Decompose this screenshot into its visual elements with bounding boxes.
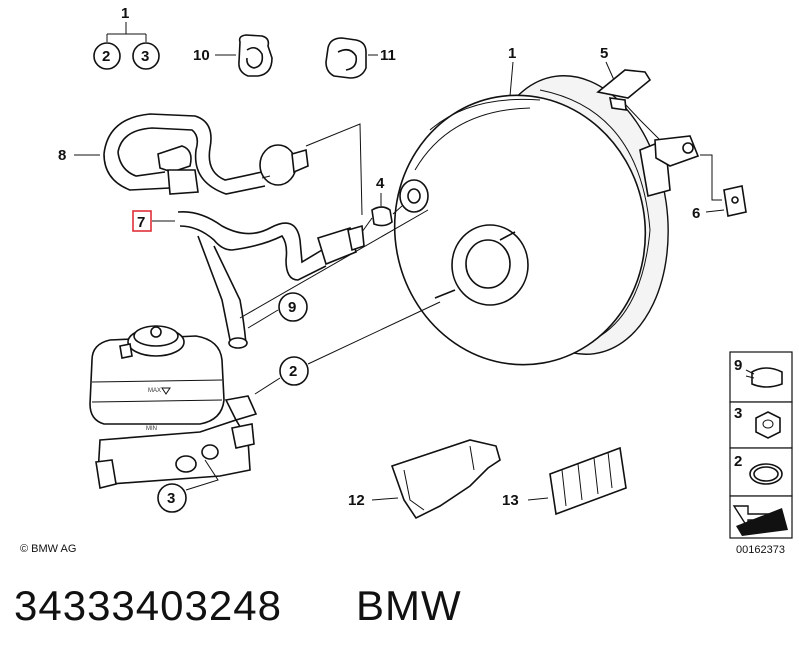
master-cylinder: MAX MIN (89, 325, 258, 489)
bracket-12: 12 (348, 439, 501, 520)
clip-6: 6 (692, 154, 747, 222)
bracket-5: 5 (596, 45, 700, 167)
nut-4: 4 (371, 175, 403, 227)
callout-11: 11 (380, 47, 396, 64)
legend-9: 9 (734, 357, 742, 374)
vacuum-hose-8: 8 (58, 113, 309, 195)
grommet-11: 11 (325, 37, 396, 79)
grommet-10: 10 (193, 34, 273, 77)
clip-13: 13 (502, 446, 627, 516)
callout-3-top: 3 (141, 48, 149, 65)
legend-3: 3 (734, 405, 742, 422)
legend-2: 2 (734, 453, 742, 470)
legend: 9 3 2 00162373 (729, 351, 793, 556)
part-number: 34333403248 (14, 582, 282, 629)
callout-2-group: 2 (239, 209, 441, 395)
callout-2: 2 (289, 363, 297, 380)
callout-2-circle (93, 42, 121, 70)
callout-8: 8 (58, 147, 66, 164)
brake-booster: 1 (393, 45, 671, 366)
callout-9: 9 (288, 299, 296, 316)
callout-3-circle (132, 42, 160, 70)
callout-3-circle-main (157, 483, 187, 513)
copyright: © BMW AG (20, 543, 76, 555)
callout-10: 10 (193, 47, 210, 64)
callout-4: 4 (376, 175, 385, 192)
callout-3: 3 (167, 490, 175, 507)
guide-line-hose8 (305, 123, 363, 216)
callout-6: 6 (692, 205, 700, 222)
vacuum-hose-7: 7 (132, 210, 365, 349)
callout-3-group: 3 (157, 459, 219, 513)
callout-7: 7 (137, 214, 145, 231)
legend-code: 00162373 (736, 544, 785, 556)
callout-9-circle (278, 292, 308, 322)
guide-line-port (361, 217, 373, 233)
callout-2-top: 2 (102, 48, 110, 65)
brand-name: BMW (356, 582, 462, 629)
callout-group-1: 1 2 3 (93, 5, 160, 70)
callout-9-group: 9 (247, 292, 308, 329)
callout-1-booster: 1 (508, 45, 516, 62)
callout-13: 13 (502, 492, 519, 509)
reservoir-max-label: MAX (148, 388, 161, 394)
callout-12: 12 (348, 492, 365, 509)
callout-1-top: 1 (121, 5, 129, 22)
callout-2-circle-main (279, 356, 309, 386)
callout-7-highlight-box (132, 210, 152, 232)
reservoir-min-label: MIN (146, 426, 157, 432)
callout-5: 5 (600, 45, 608, 62)
